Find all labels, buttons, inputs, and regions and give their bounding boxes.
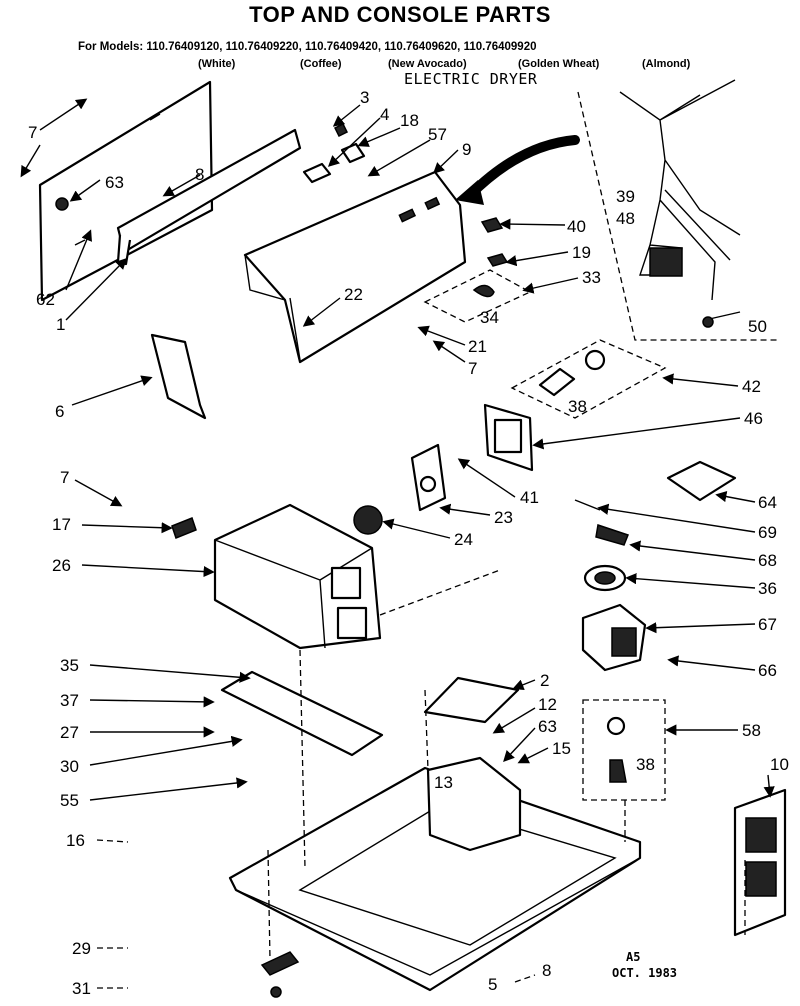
callout-33: 33 <box>582 268 601 287</box>
callout-63b: 63 <box>538 717 557 736</box>
wiring-harness-part <box>619 79 741 301</box>
callout-8b: 8 <box>542 961 551 980</box>
callout-26: 26 <box>52 556 71 575</box>
callout-34: 34 <box>480 308 499 327</box>
knob-part-18 <box>340 142 366 164</box>
switch-part-58 <box>609 759 627 783</box>
page-title: TOP AND CONSOLE PARTS <box>249 2 551 27</box>
color-golden-wheat: (Golden Wheat) <box>518 58 600 70</box>
callout-37: 37 <box>60 691 79 710</box>
callout-7c: 7 <box>60 468 69 487</box>
block-part-19 <box>486 253 509 267</box>
screw-part-69 <box>574 499 601 511</box>
callout-numbers: 7 63 8 62 1 3 4 18 57 9 40 19 33 22 34 2… <box>28 88 789 998</box>
diagram-subtitle: ELECTRIC DRYER <box>404 70 538 88</box>
callout-22: 22 <box>344 285 363 304</box>
callout-38b: 38 <box>636 755 655 774</box>
lint-slot-part <box>426 756 522 852</box>
callout-57: 57 <box>428 125 447 144</box>
color-avocado: (New Avocado) <box>388 58 467 70</box>
callout-62: 62 <box>36 290 55 309</box>
callout-69: 69 <box>758 523 777 542</box>
callout-67: 67 <box>758 615 777 634</box>
callout-7: 7 <box>28 123 37 142</box>
callout-12: 12 <box>538 695 557 714</box>
bracket-part-29 <box>260 951 300 976</box>
callout-2: 2 <box>540 671 549 690</box>
callout-30: 30 <box>60 757 79 776</box>
screw-part-4 <box>302 162 332 184</box>
callout-21: 21 <box>468 337 487 356</box>
callout-66: 66 <box>758 661 777 680</box>
callout-leaders <box>20 98 775 989</box>
callout-48: 48 <box>616 209 635 228</box>
callout-40: 40 <box>567 217 586 236</box>
callout-9: 9 <box>462 140 471 159</box>
lint-lid-part-2 <box>423 676 520 724</box>
callout-41: 41 <box>520 488 539 507</box>
wiring-direction-arrow <box>465 135 580 200</box>
screw-part-31 <box>270 986 282 998</box>
back-panel-part <box>38 80 214 302</box>
callout-1: 1 <box>56 315 65 334</box>
callout-64: 64 <box>758 493 777 512</box>
callout-39: 39 <box>616 187 635 206</box>
callout-7b: 7 <box>468 359 477 378</box>
callout-13: 13 <box>434 773 453 792</box>
callout-55: 55 <box>60 791 79 810</box>
knob-part-17 <box>171 517 197 539</box>
color-almond: (Almond) <box>642 58 691 70</box>
models-line: For Models: 110.76409120, 110.76409220, … <box>78 41 537 53</box>
block-part-40 <box>480 217 504 233</box>
callout-16: 16 <box>66 831 85 850</box>
callout-15: 15 <box>552 739 571 758</box>
callout-35: 35 <box>60 656 79 675</box>
callout-5: 5 <box>488 975 497 994</box>
color-coffee: (Coffee) <box>300 58 342 70</box>
clip-part-3 <box>333 122 349 138</box>
cover-plate-part-64 <box>666 460 737 502</box>
callout-42: 42 <box>742 377 761 396</box>
callout-23: 23 <box>494 508 513 527</box>
callout-50: 50 <box>748 317 767 336</box>
callout-10: 10 <box>770 755 789 774</box>
console-bracket-part-6 <box>150 333 207 420</box>
revision-date: OCT. 1983 <box>612 966 678 980</box>
resistor-part-68 <box>595 524 629 546</box>
callout-38: 38 <box>568 397 587 416</box>
callout-58: 58 <box>742 721 761 740</box>
callout-24: 24 <box>454 530 473 549</box>
callout-46: 46 <box>744 409 763 428</box>
callout-29: 29 <box>72 939 91 958</box>
callout-6: 6 <box>55 402 64 421</box>
callout-36: 36 <box>758 579 777 598</box>
callout-68: 68 <box>758 551 777 570</box>
callout-27: 27 <box>60 723 79 742</box>
callout-31: 31 <box>72 979 91 998</box>
revision-code: A5 <box>626 950 641 964</box>
color-white: (White) <box>198 58 236 70</box>
knob-part-34 <box>472 284 495 298</box>
callout-63: 63 <box>105 173 124 192</box>
switch-part-38 <box>538 367 576 397</box>
callout-3: 3 <box>360 88 369 107</box>
callout-17: 17 <box>52 515 71 534</box>
callout-4: 4 <box>380 105 389 124</box>
callout-8: 8 <box>195 165 204 184</box>
callout-19: 19 <box>572 243 591 262</box>
motor-gear-part-24 <box>353 505 383 535</box>
callout-18: 18 <box>400 111 419 130</box>
